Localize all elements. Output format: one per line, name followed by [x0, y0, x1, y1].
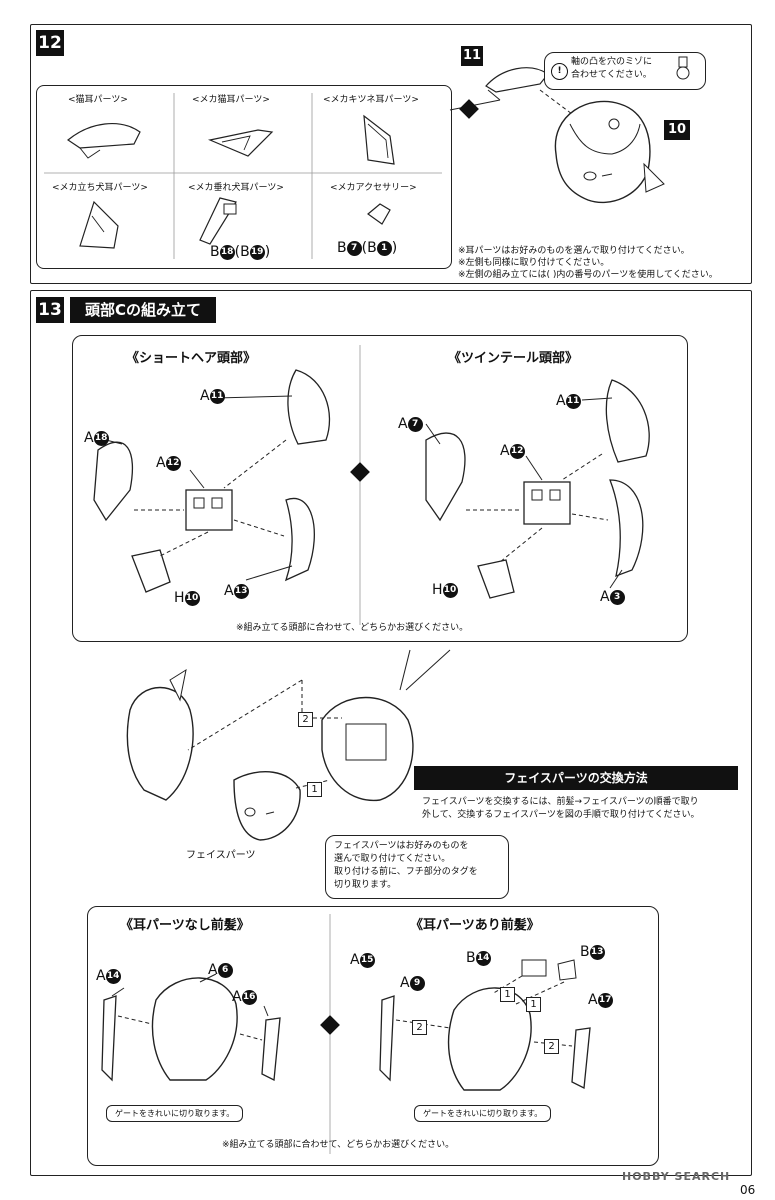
head-select-note: ※組み立てる頭部に合わせて、どちらかお選びください。	[236, 623, 469, 633]
step13-title: 頭部Cの組み立て	[70, 297, 216, 323]
mecha-cat-ear-part-image	[207, 129, 274, 157]
step12-note-1: ※耳パーツはお好みのものを選んで取り付けてください。	[458, 246, 690, 256]
with-ear-part-a15: A15	[350, 952, 375, 968]
twin-part-a12: A12	[500, 443, 525, 459]
option-cat-ear-label: <猫耳パーツ>	[68, 95, 128, 105]
ear-part-11-image	[485, 67, 549, 93]
grid-lines	[44, 93, 442, 259]
accessory-part-image	[367, 203, 391, 225]
no-ear-gate-note: ゲートをきれいに切り取ります。	[106, 1105, 244, 1122]
face-parts-label: フェイスパーツ	[186, 850, 256, 861]
droop-ear-part-ref: B18(B19)	[210, 244, 271, 260]
exchange-title: フェイスパーツの交換方法	[414, 766, 738, 790]
no-ear-part-a16: A16	[232, 989, 257, 1005]
with-ear-gate-note: ゲートをきれいに切り取ります。	[414, 1105, 552, 1122]
option-mecha-dog-ear-label: <メカ立ち犬耳パーツ>	[52, 183, 148, 193]
step13-number: 13	[36, 297, 64, 323]
mecha-dog-ear-part-image	[79, 200, 119, 249]
order-2-badge: 2	[298, 707, 313, 727]
with-ear-bangs-image	[379, 959, 591, 1091]
with-ear-order-1a: 1	[500, 982, 515, 1002]
option-mecha-fox-ear-label: <メカキツネ耳パーツ>	[323, 95, 419, 105]
face-note-2: 選んで取り付けてください。	[334, 854, 451, 864]
step12-number: 12	[36, 30, 64, 56]
short-part-h10: H10	[174, 590, 200, 606]
short-hair-exploded-image	[93, 369, 331, 593]
bangs-divider	[320, 914, 340, 1154]
cat-ear-part-image	[66, 122, 141, 159]
with-ear-part-b14: B14	[466, 950, 491, 966]
callout-11: 11	[461, 46, 483, 66]
face-note-3: 取り付ける前に、フチ部分のタグを	[334, 867, 478, 877]
warning-icon: !	[551, 63, 568, 80]
step12-note-3: ※左側の組み立てには( )内の番号のパーツを使用してください。	[458, 270, 718, 280]
droop-dog-ear-part-image	[199, 197, 237, 245]
short-part-a18: A18	[84, 430, 109, 446]
axis-hint-bubble: ! 軸の凸を穴のミゾに 合わせてください。	[544, 52, 706, 90]
no-ear-bangs-image	[101, 973, 281, 1082]
twin-part-a11: A11	[556, 393, 581, 409]
option-accessory-label: <メカアクセサリー>	[330, 183, 417, 193]
callout-10: 10	[664, 120, 690, 140]
short-hair-title: 《ショートヘア頭部》	[126, 351, 257, 366]
face-note-1: フェイスパーツはお好みのものを	[334, 841, 469, 851]
option-droop-dog-ear-label: <メカ垂れ犬耳パーツ>	[188, 183, 284, 193]
with-ear-order-2b: 2	[544, 1034, 559, 1054]
bangs-select-note: ※組み立てる頭部に合わせて、どちらかお選びください。	[222, 1140, 455, 1150]
hint-line-1: 軸の凸を穴のミゾに	[571, 57, 653, 67]
order-1-badge: 1	[307, 777, 322, 797]
with-ear-part-a17: A17	[588, 992, 613, 1008]
no-ear-part-a14: A14	[96, 968, 121, 984]
head-options-divider	[350, 345, 370, 625]
step12-connector	[449, 89, 581, 121]
face-note-4: 切り取ります。	[334, 880, 397, 890]
with-ear-order-2a: 2	[412, 1015, 427, 1035]
face-assembly-image	[126, 649, 451, 841]
twin-part-h10: H10	[432, 582, 458, 598]
with-ear-part-b13: B13	[580, 944, 605, 960]
short-part-a11: A11	[200, 388, 225, 404]
mecha-fox-ear-part-image	[363, 114, 395, 165]
option-mecha-cat-ear-label: <メカ猫耳パーツ>	[192, 95, 270, 105]
page-number: 06	[740, 1183, 756, 1197]
peg-icon	[676, 56, 690, 80]
with-ear-order-1b: 1	[526, 992, 541, 1012]
hint-line-2: 合わせてください。	[571, 70, 652, 80]
twin-tail-title: 《ツインテール頭部》	[448, 351, 579, 366]
with-ear-bangs-title: 《耳パーツあり前髪》	[410, 918, 540, 933]
exchange-text-2: 外して、交換するフェイスパーツを図の手順で取り付けてください。	[422, 810, 700, 820]
twin-tail-exploded-image	[425, 379, 650, 599]
short-part-a13: A13	[224, 583, 249, 599]
head-assembly-image	[554, 100, 665, 204]
exchange-text-1: フェイスパーツを交換するには、前髪→フェイスパーツの順番で取り	[422, 797, 699, 807]
short-part-a12: A12	[156, 455, 181, 471]
head-options-box	[72, 335, 688, 642]
step12-note-2: ※左側も同様に取り付けてください。	[458, 258, 610, 268]
watermark: HOBBY SEARCH	[622, 1170, 731, 1183]
face-note-bubble: フェイスパーツはお好みのものを 選んで取り付けてください。 取り付ける前に、フチ…	[325, 835, 509, 899]
no-ear-bangs-title: 《耳パーツなし前髪》	[120, 918, 250, 933]
